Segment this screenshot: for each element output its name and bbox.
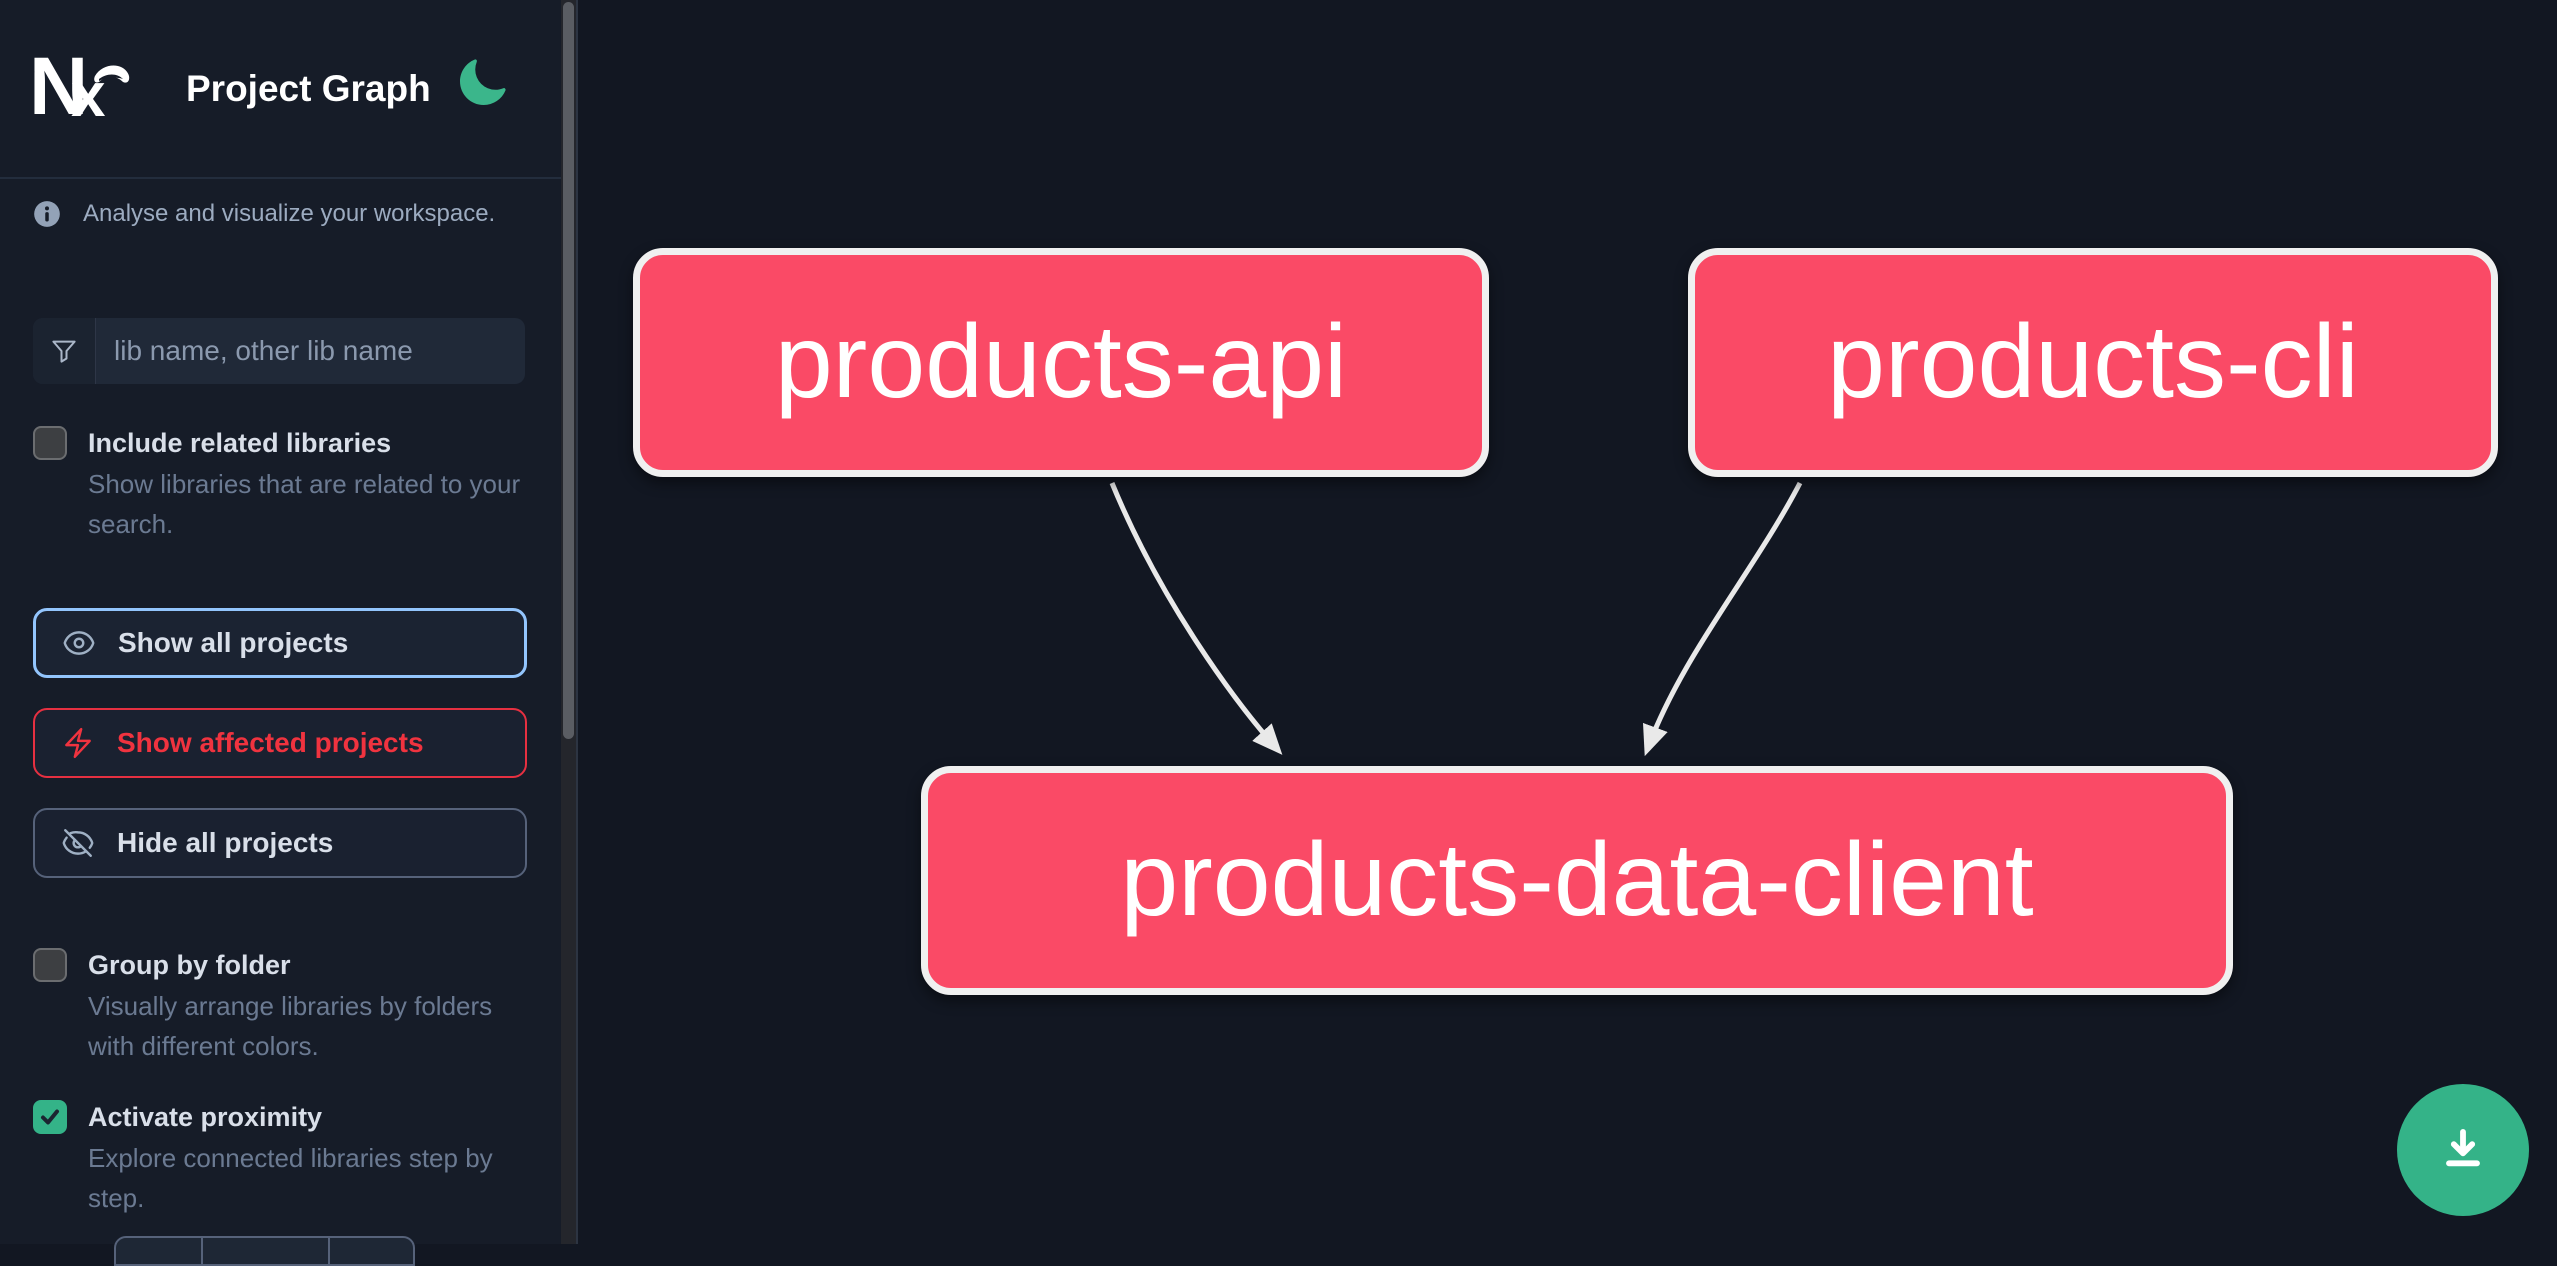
svg-text:N: N (33, 50, 88, 120)
group-by-folder-checkbox[interactable] (33, 948, 67, 982)
stepper-divider (201, 1238, 203, 1264)
toggle-description: Explore connected libraries step by step… (88, 1143, 493, 1213)
toggle-label: Include related libraries (88, 428, 392, 458)
sidebar-scrollbar-track (561, 0, 576, 1244)
search-box (33, 318, 525, 384)
activate-proximity-checkbox[interactable] (33, 1100, 67, 1134)
info-icon (34, 201, 60, 227)
button-label: Show affected projects (117, 727, 424, 758)
project-node-label: products-api (774, 304, 1348, 420)
bolt-icon (65, 727, 91, 759)
project-node-label: products-cli (1827, 304, 2359, 420)
toggle-label: Group by folder (88, 950, 291, 980)
show-affected-projects-button[interactable]: Show affected projects (33, 708, 527, 778)
theme-toggle-button[interactable] (455, 56, 509, 110)
include-related-checkbox[interactable] (33, 426, 67, 460)
sidebar-canvas-divider (576, 0, 578, 1244)
sidebar: N x Project Graph Analyse and visualize … (0, 0, 561, 1266)
project-node-products-data-client[interactable]: products-data-client (921, 766, 2233, 995)
show-all-projects-button[interactable]: Show all projects (33, 608, 527, 678)
toggle-description: Visually arrange libraries by folders wi… (88, 991, 493, 1061)
edge-products-api-to-data-client (1109, 482, 1283, 755)
project-node-products-cli[interactable]: products-cli (1688, 248, 2498, 477)
button-label: Show all projects (118, 627, 349, 658)
filter-icon-cell (33, 318, 96, 384)
toggle-include-related-libraries: Include related libraries Show libraries… (33, 424, 533, 544)
moon-icon (459, 59, 506, 106)
workspace-tagline: Analyse and visualize your workspace. (33, 200, 533, 228)
eye-slash-icon (62, 829, 94, 857)
checkmark-icon (41, 1109, 59, 1125)
download-icon (2446, 1128, 2480, 1167)
edge-products-cli-to-data-client (1643, 481, 1803, 757)
button-label: Hide all projects (117, 827, 334, 858)
nx-logo: N x (33, 50, 130, 120)
toggle-group-by-folder: Group by folder Visually arrange librari… (33, 946, 533, 1066)
save-image-button[interactable] (2397, 1084, 2529, 1216)
eye-icon (63, 631, 95, 655)
funnel-icon (52, 340, 76, 363)
tagline-text: Analyse and visualize your workspace. (83, 200, 496, 227)
sidebar-scrollbar-thumb[interactable] (563, 2, 574, 739)
toggle-activate-proximity: Activate proximity Explore connected lib… (33, 1098, 533, 1218)
toggle-description: Show libraries that are related to your … (88, 469, 521, 539)
project-node-label: products-data-client (1120, 822, 2034, 938)
search-input[interactable] (96, 318, 525, 384)
stepper-divider (328, 1238, 330, 1264)
toggle-label: Activate proximity (88, 1102, 323, 1132)
project-node-products-api[interactable]: products-api (633, 248, 1489, 477)
proximity-depth-stepper[interactable] (114, 1236, 415, 1266)
hide-all-projects-button[interactable]: Hide all projects (33, 808, 527, 878)
page-title: Project Graph (186, 68, 431, 109)
sidebar-header: N x Project Graph (0, 0, 561, 179)
